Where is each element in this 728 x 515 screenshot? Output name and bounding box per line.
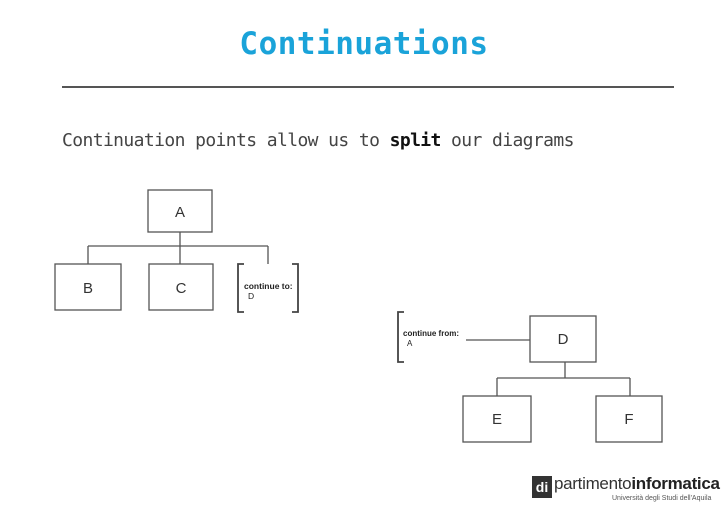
slide-subtitle: Continuation points allow us to split ou…: [62, 130, 574, 151]
node-box-f: [595, 395, 663, 443]
continue-to-label: continue to:: [244, 281, 293, 291]
node-label-a: A: [175, 204, 185, 221]
node-box-d: [529, 315, 597, 363]
logo-mark: di: [532, 476, 552, 498]
node-label-e: E: [492, 411, 502, 428]
title-divider: [62, 86, 674, 88]
node-label-f: F: [624, 411, 633, 428]
continue-from-label: continue from:: [403, 329, 459, 338]
node-label-d: D: [558, 331, 569, 348]
logo-name-light: partimento: [554, 474, 632, 493]
logo-wordmark: partimentoinformatica: [554, 474, 720, 494]
node-box-e: [462, 395, 532, 443]
continue-to-bracket-right: [292, 263, 299, 313]
node-box-a: [147, 189, 213, 233]
logo-affiliation: Università degli Studi dell'Aquila: [612, 495, 712, 502]
subtitle-text-post: our diagrams: [440, 130, 574, 151]
department-logo: di partimentoinformatica Università degl…: [532, 472, 720, 504]
subtitle-emphasis: split: [389, 130, 442, 151]
node-box-c: [148, 263, 214, 311]
subtitle-text-pre: Continuation points allow us to: [62, 130, 390, 151]
continue-to-bracket-left: [237, 263, 244, 313]
logo-name-bold: informatica: [631, 474, 720, 493]
continue-from-source: A: [407, 339, 413, 348]
slide-title: Continuations: [239, 26, 489, 62]
continue-from-bracket: [397, 311, 404, 363]
node-label-b: B: [83, 280, 93, 297]
node-box-b: [54, 263, 122, 311]
node-label-c: C: [176, 280, 187, 297]
continue-to-target: D: [248, 291, 254, 301]
